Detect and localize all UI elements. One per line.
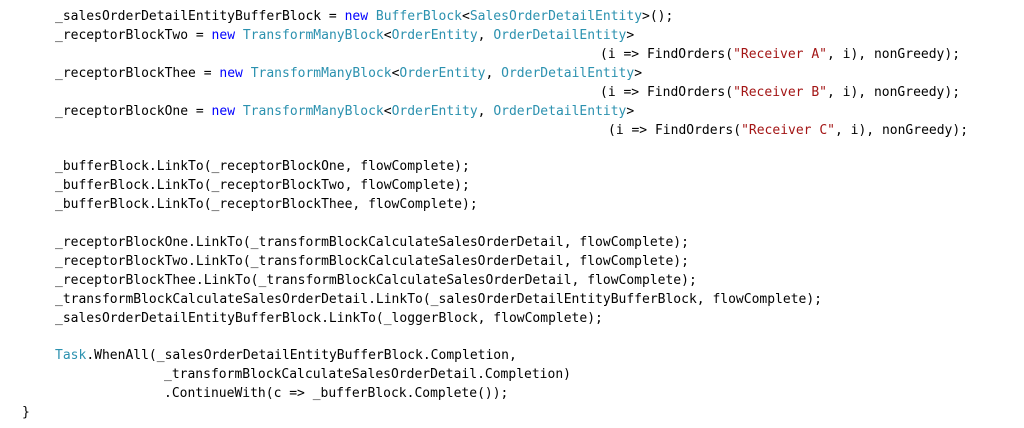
type-token: OrderEntity (399, 66, 486, 81)
code-token: >(); (642, 9, 674, 24)
code-token: _receptorBlockThee.LinkTo(_transformBloc… (55, 273, 697, 288)
code-token: } (22, 405, 30, 420)
code-line: _bufferBlock.LinkTo(_receptorBlockThee, … (55, 196, 478, 214)
code-token: _salesOrderDetailEntityBufferBlock.LinkT… (55, 311, 603, 326)
code-token: , i), nonGreedy); (834, 123, 969, 138)
code-token: _receptorBlockOne = (55, 104, 212, 119)
code-token: _salesOrderDetailEntityBufferBlock = (55, 9, 345, 24)
type-token: OrderDetailEntity (493, 104, 627, 119)
type-token: OrderEntity (391, 28, 478, 43)
code-line: Task.WhenAll(_salesOrderDetailEntityBuff… (55, 347, 517, 365)
code-line: (i => FindOrders("Receiver C", i), nonGr… (608, 122, 968, 140)
code-token: _receptorBlockTwo = (55, 28, 212, 43)
code-token: _receptorBlockThee = (55, 66, 220, 81)
code-line: _receptorBlockTwo.LinkTo(_transformBlock… (55, 253, 689, 271)
code-token: _transformBlockCalculateSalesOrderDetail… (55, 292, 823, 307)
code-token: _receptorBlockOne.LinkTo(_transformBlock… (55, 235, 689, 250)
code-token (368, 9, 376, 24)
code-token: < (383, 104, 392, 119)
type-token: OrderDetailEntity (493, 28, 627, 43)
code-token: (i => FindOrders( (608, 123, 742, 138)
code-token: > (626, 28, 635, 43)
type-token: BufferBlock (375, 9, 462, 24)
string-literal: "Receiver C" (741, 123, 835, 138)
code-line: .ContinueWith(c => _bufferBlock.Complete… (164, 385, 508, 403)
code-token: , i), nonGreedy); (826, 47, 961, 62)
code-line: _receptorBlockOne = new TransformManyBlo… (55, 103, 634, 121)
code-token: , (485, 66, 502, 81)
code-token (235, 104, 243, 119)
code-line: _bufferBlock.LinkTo(_receptorBlockOne, f… (55, 158, 470, 176)
type-token: TransformManyBlock (242, 104, 384, 119)
code-token: .ContinueWith(c => _bufferBlock.Complete… (164, 386, 509, 401)
code-line: _salesOrderDetailEntityBufferBlock = new… (55, 8, 673, 26)
code-token: (i => FindOrders( (600, 85, 734, 100)
string-literal: "Receiver B" (733, 85, 827, 100)
code-token: , (477, 28, 494, 43)
type-token: TransformManyBlock (250, 66, 392, 81)
code-line: _transformBlockCalculateSalesOrderDetail… (164, 366, 571, 384)
code-token: .WhenAll(_salesOrderDetailEntityBufferBl… (86, 348, 517, 363)
type-token: OrderEntity (391, 104, 478, 119)
type-token: SalesOrderDetailEntity (469, 9, 643, 24)
code-token: < (383, 28, 392, 43)
code-line: _bufferBlock.LinkTo(_receptorBlockTwo, f… (55, 177, 470, 195)
code-token: < (462, 9, 470, 24)
code-token (243, 66, 251, 81)
code-token: _bufferBlock.LinkTo(_receptorBlockOne, f… (55, 159, 470, 174)
code-token: _bufferBlock.LinkTo(_receptorBlockTwo, f… (55, 178, 470, 193)
type-token: OrderDetailEntity (501, 66, 635, 81)
code-token: _transformBlockCalculateSalesOrderDetail… (164, 367, 571, 382)
code-line: _salesOrderDetailEntityBufferBlock.LinkT… (55, 310, 603, 328)
code-token: , i), nonGreedy); (826, 85, 961, 100)
type-token: TransformManyBlock (242, 28, 384, 43)
code-line: _receptorBlockThee.LinkTo(_transformBloc… (55, 272, 697, 290)
code-token (235, 28, 243, 43)
code-token: < (391, 66, 400, 81)
code-line: (i => FindOrders("Receiver A", i), nonGr… (600, 46, 960, 64)
code-line: _transformBlockCalculateSalesOrderDetail… (55, 291, 822, 309)
code-token: (i => FindOrders( (600, 47, 734, 62)
code-token: , (477, 104, 494, 119)
keyword-token: new (211, 104, 236, 119)
keyword-token: new (344, 9, 369, 24)
keyword-token: new (219, 66, 243, 81)
keyword-token: new (211, 28, 236, 43)
code-token: _receptorBlockTwo.LinkTo(_transformBlock… (55, 254, 689, 269)
type-token: Task (55, 348, 87, 363)
code-token: > (626, 104, 635, 119)
closing-brace: } (22, 404, 30, 422)
string-literal: "Receiver A" (733, 47, 827, 62)
code-line: _receptorBlockThee = new TransformManyBl… (55, 65, 642, 83)
code-token: _bufferBlock.LinkTo(_receptorBlockThee, … (55, 197, 478, 212)
code-line: (i => FindOrders("Receiver B", i), nonGr… (600, 84, 960, 102)
code-line: _receptorBlockTwo = new TransformManyBlo… (55, 27, 634, 45)
code-line: _receptorBlockOne.LinkTo(_transformBlock… (55, 234, 689, 252)
code-token: > (634, 66, 643, 81)
